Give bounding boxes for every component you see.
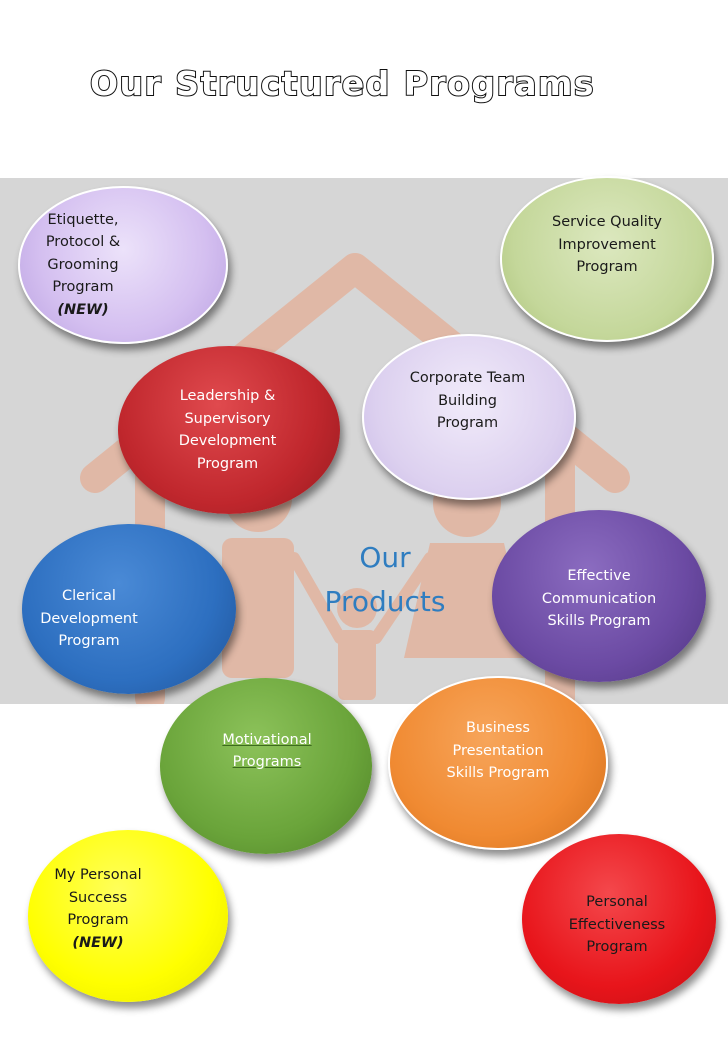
program-effective-communication-label: Effective Communication Skills Program xyxy=(541,568,657,630)
program-corporate-team-circle: Corporate Team Building Program xyxy=(362,334,576,500)
program-clerical-label: Clerical Development Program xyxy=(40,588,138,650)
program-personal-effectiveness-circle: Personal Effectiveness Program xyxy=(522,834,716,1004)
program-etiquette-circle: Etiquette, Protocol & Grooming Program (… xyxy=(18,186,228,344)
center-label-our-products: Our Products xyxy=(324,541,446,618)
program-motivational-circle: Motivational Programs xyxy=(160,678,372,854)
program-my-personal-success-circle: My Personal Success Program (NEW) xyxy=(28,830,228,1002)
program-leadership-circle: Leadership & Supervisory Development Pro… xyxy=(118,346,340,514)
program-corporate-team-label: Corporate Team Building Program xyxy=(409,370,526,432)
program-effective-communication-circle: Effective Communication Skills Program xyxy=(492,510,706,682)
program-business-presentation-label: Business Presentation Skills Program xyxy=(446,720,550,782)
program-etiquette-new-tag: (NEW) xyxy=(57,301,109,318)
program-service-quality-label: Service Quality Improvement Program xyxy=(551,214,662,276)
program-etiquette-label: Etiquette, Protocol & Grooming Program xyxy=(45,211,121,296)
program-motivational-label: Motivational Programs xyxy=(222,731,312,771)
program-clerical-circle: Clerical Development Program xyxy=(22,524,236,694)
program-personal-effectiveness-label: Personal Effectiveness Program xyxy=(568,894,666,956)
program-leadership-label: Leadership & Supervisory Development Pro… xyxy=(178,388,277,472)
program-my-personal-success-new-tag: (NEW) xyxy=(72,934,124,951)
program-service-quality-circle: Service Quality Improvement Program xyxy=(500,176,714,342)
program-my-personal-success-label: My Personal Success Program xyxy=(54,867,142,928)
program-business-presentation-circle: Business Presentation Skills Program xyxy=(388,676,608,850)
page-title: Our Structured Programs xyxy=(89,63,596,104)
